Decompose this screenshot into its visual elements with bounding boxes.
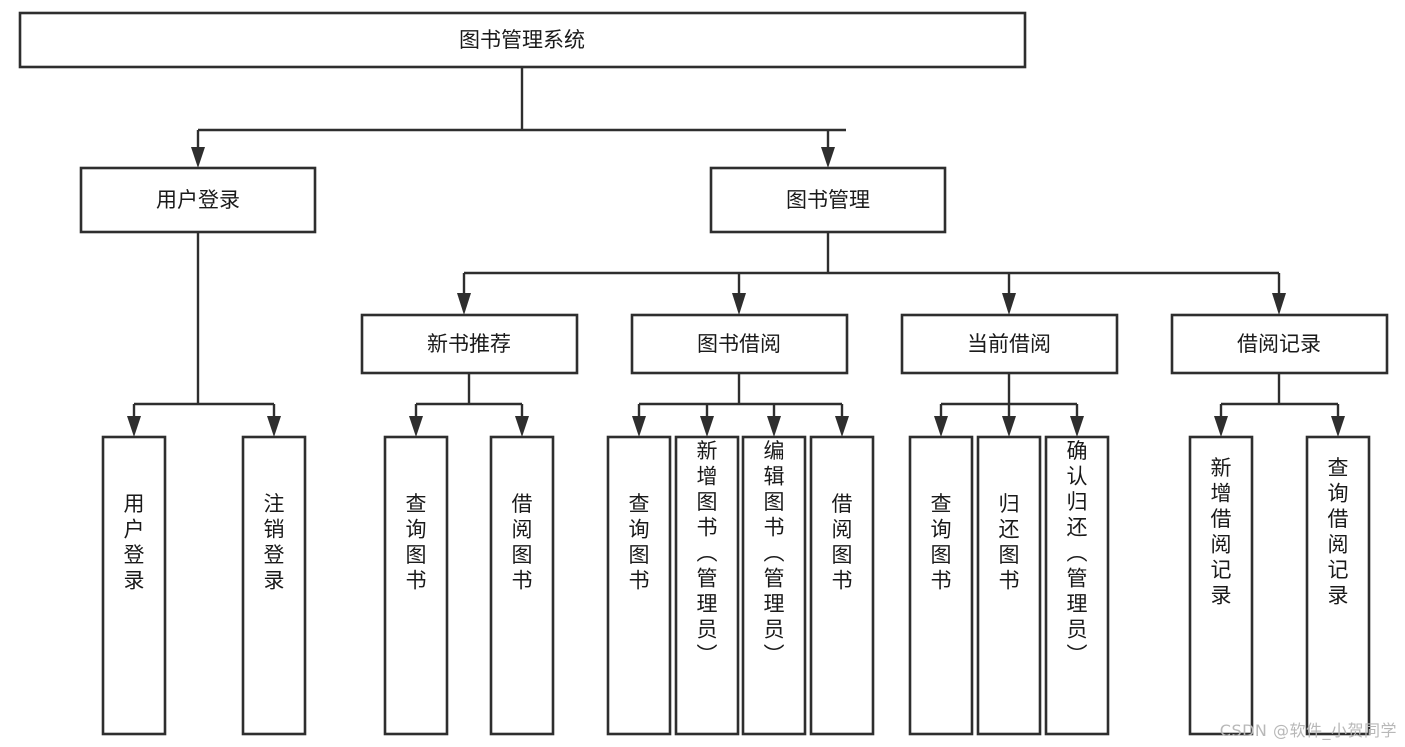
node-label-user-login: 用户登录 <box>156 188 240 212</box>
node-label-book-management: 图书管理 <box>786 188 870 212</box>
connector-root-to-level2 <box>191 67 846 168</box>
node-label-borrow-record: 借阅记录 <box>1237 332 1321 356</box>
node-new-book-recommend[interactable]: 新书推荐 <box>360 313 579 375</box>
node-leaf-confirm-return[interactable]: 确认归还︵管理员︶ <box>1044 435 1110 736</box>
node-label-leaf-query-record: 查询借阅记录 <box>1328 456 1349 608</box>
node-label-leaf-query-book-3: 查询图书 <box>931 492 952 593</box>
node-label-leaf-return-book: 归还图书 <box>999 492 1020 593</box>
connector-currentborrow-to-leaves <box>934 373 1084 437</box>
node-leaf-query-book-2[interactable]: 查询图书 <box>606 435 672 736</box>
connector-bookborrow-to-leaves <box>632 373 849 437</box>
csdn-watermark: CSDN @软件_小贺同学 <box>1219 721 1397 740</box>
node-current-borrow[interactable]: 当前借阅 <box>900 313 1119 375</box>
node-label-new-book-recommend: 新书推荐 <box>427 332 511 356</box>
node-label-book-borrow: 图书借阅 <box>697 332 781 356</box>
node-book-management[interactable]: 图书管理 <box>709 166 947 234</box>
node-label-leaf-edit-book: 编辑图书︵管理员︶ <box>764 439 785 667</box>
node-leaf-add-book[interactable]: 新增图书︵管理员︶ <box>674 435 740 736</box>
node-leaf-logout[interactable]: 注销登录 <box>241 435 307 736</box>
node-leaf-edit-book[interactable]: 编辑图书︵管理员︶ <box>741 435 807 736</box>
node-leaf-return-book[interactable]: 归还图书 <box>976 435 1042 736</box>
node-leaf-borrow-book-2[interactable]: 借阅图书 <box>809 435 875 736</box>
node-book-borrow[interactable]: 图书借阅 <box>630 313 849 375</box>
node-leaf-user-login[interactable]: 用户登录 <box>101 435 167 736</box>
node-label-leaf-add-record: 新增借阅记录 <box>1211 456 1232 608</box>
node-label-leaf-borrow-book-1: 借阅图书 <box>512 492 533 593</box>
node-label-leaf-query-book-1: 查询图书 <box>406 492 427 593</box>
node-label-leaf-borrow-book-2: 借阅图书 <box>832 492 853 593</box>
node-user-login[interactable]: 用户登录 <box>79 166 317 234</box>
connector-bookmgmt-to-level3 <box>457 232 1286 315</box>
node-label-root: 图书管理系统 <box>459 28 585 52</box>
node-label-leaf-add-book: 新增图书︵管理员︶ <box>697 439 718 667</box>
connector-borrowrecord-to-leaves <box>1214 373 1345 437</box>
connector-newbook-to-leaves <box>409 373 529 437</box>
node-label-leaf-logout: 注销登录 <box>264 492 285 593</box>
node-label-leaf-user-login: 用户登录 <box>124 492 145 593</box>
connector-userlogin-to-leaves <box>127 232 281 437</box>
node-leaf-query-book-3[interactable]: 查询图书 <box>908 435 974 736</box>
node-label-leaf-confirm-return: 确认归还︵管理员︶ <box>1067 439 1088 667</box>
node-borrow-record[interactable]: 借阅记录 <box>1170 313 1389 375</box>
node-leaf-add-record[interactable]: 新增借阅记录 <box>1188 435 1254 736</box>
node-root-system[interactable]: 图书管理系统 <box>18 11 1027 69</box>
node-label-leaf-query-book-2: 查询图书 <box>629 492 650 593</box>
node-label-current-borrow: 当前借阅 <box>967 332 1051 356</box>
node-leaf-query-record[interactable]: 查询借阅记录 <box>1305 435 1371 736</box>
node-leaf-query-book-1[interactable]: 查询图书 <box>383 435 449 736</box>
node-leaf-borrow-book-1[interactable]: 借阅图书 <box>489 435 555 736</box>
